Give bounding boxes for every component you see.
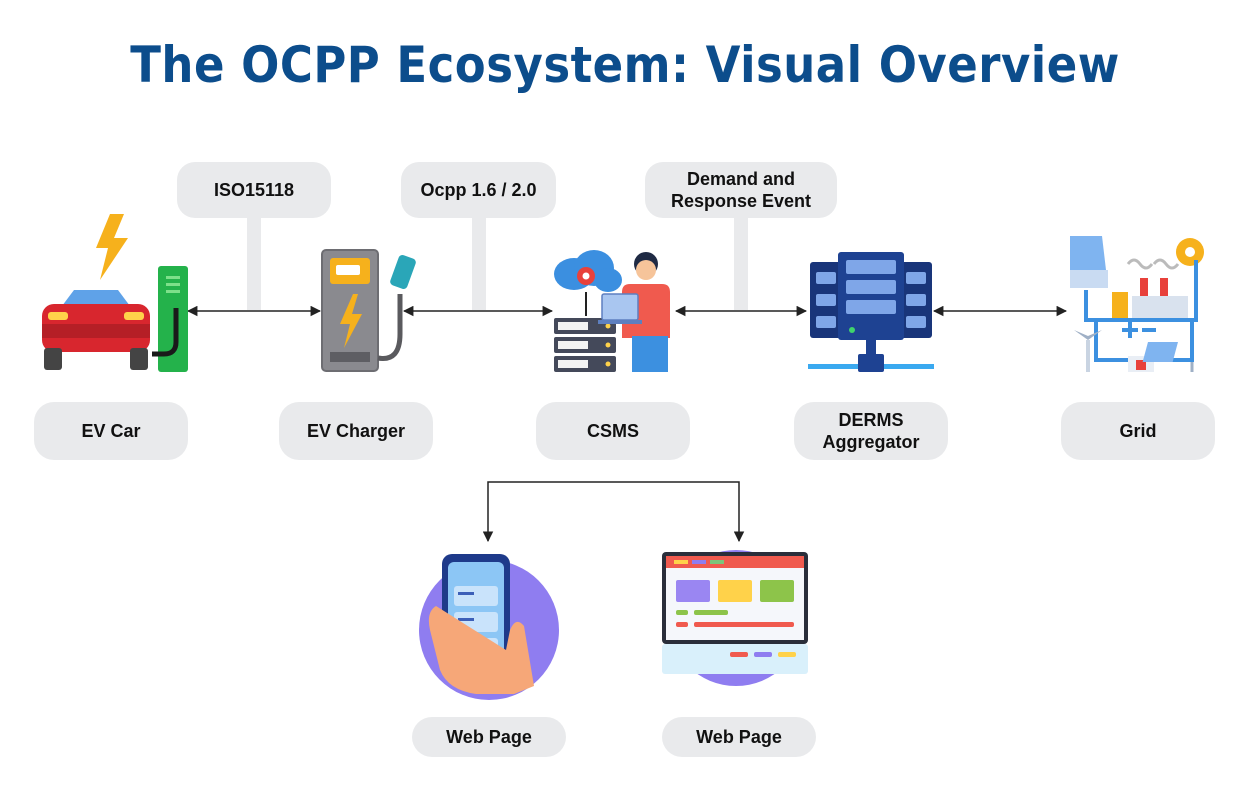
mobile-web-icon <box>419 554 559 700</box>
protocol-label: Ocpp 1.6 / 2.0 <box>420 180 537 200</box>
grid-icon <box>1070 236 1204 372</box>
node-ev-charger: EV Charger <box>279 402 433 460</box>
protocol-iso15118: ISO15118 <box>177 162 331 218</box>
node-label: Web Page <box>446 727 532 747</box>
ev-charger-icon <box>321 249 416 372</box>
derms-server-icon <box>808 252 934 372</box>
node-label-line2: Aggregator <box>822 432 920 452</box>
protocol-demand-response: Demand and Response Event <box>645 162 837 218</box>
protocol-connector <box>734 216 748 310</box>
desktop-web-icon <box>662 550 808 686</box>
ev-car-icon <box>42 214 188 372</box>
protocol-label-line2: Response Event <box>670 191 812 211</box>
node-label: EV Charger <box>306 421 406 441</box>
node-label: CSMS <box>586 421 639 441</box>
protocol-connector <box>472 216 486 310</box>
protocol-label-line1: Demand and <box>686 169 796 189</box>
protocol-label: ISO15118 <box>213 180 295 200</box>
node-web-page-desktop: Web Page <box>662 717 816 757</box>
csms-server-icon <box>554 250 670 372</box>
node-label: EV Car <box>81 421 141 441</box>
page-title: The OCPP Ecosystem: Visual Overview <box>130 36 1120 94</box>
node-label-line1: DERMS <box>838 410 904 430</box>
node-csms: CSMS <box>536 402 690 460</box>
node-label: Web Page <box>696 727 782 747</box>
protocol-connector <box>247 216 261 310</box>
node-ev-car: EV Car <box>34 402 188 460</box>
node-derms-aggregator: DERMS Aggregator <box>794 402 948 460</box>
node-web-page-mobile: Web Page <box>412 717 566 757</box>
arrow-csms-webpages <box>482 481 745 543</box>
protocol-ocpp: Ocpp 1.6 / 2.0 <box>401 162 556 218</box>
node-label: Grid <box>1119 421 1157 441</box>
node-grid: Grid <box>1061 402 1215 460</box>
